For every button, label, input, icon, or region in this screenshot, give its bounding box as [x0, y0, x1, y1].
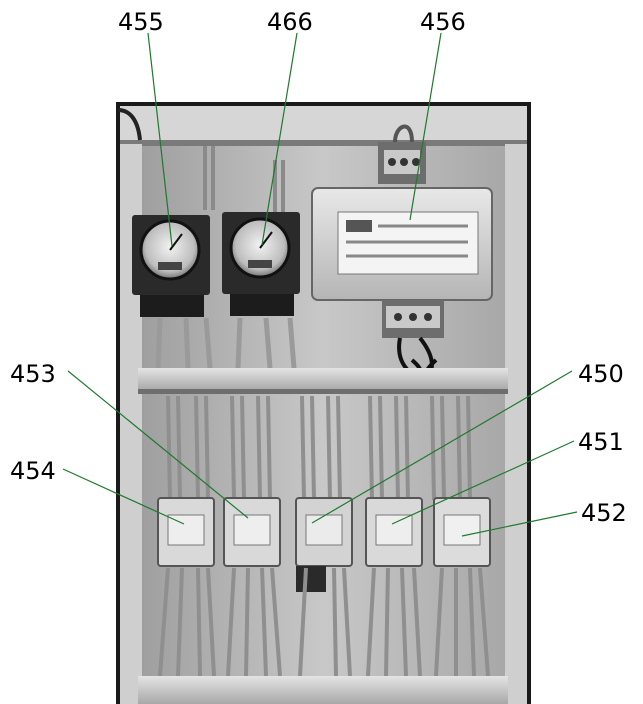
contactor-452 [433, 497, 491, 567]
callout-451: 451 [578, 428, 624, 456]
callout-453: 453 [10, 360, 56, 388]
callout-455: 455 [118, 8, 164, 36]
timer-466 [222, 212, 300, 316]
leader-450 [311, 370, 573, 524]
leader-455 [147, 32, 173, 247]
timer-top-wires [203, 146, 285, 212]
leader-452 [461, 511, 578, 537]
transformer-456 [311, 124, 493, 378]
contactor-450 [295, 497, 353, 592]
leader-456 [409, 32, 442, 221]
callout-466: 466 [267, 8, 313, 36]
duct-shadow [120, 140, 527, 146]
contactor-451 [365, 497, 423, 567]
middle-wire-duct [138, 368, 508, 390]
leader-451 [391, 440, 575, 525]
contactor-bottom-wires [158, 567, 490, 677]
right-channel [505, 144, 527, 704]
contactor-top-wires [166, 395, 472, 501]
callout-454: 454 [10, 457, 56, 485]
timer-bottom-wires [155, 317, 297, 369]
top-wire-duct [120, 106, 527, 144]
corner-cable [117, 108, 142, 141]
panel-photo [116, 102, 531, 704]
leader-lines [62, 32, 578, 537]
callout-450: 450 [578, 360, 624, 388]
leader-466 [261, 32, 298, 246]
bottom-wire-duct [138, 676, 508, 704]
callout-labels: 455 466 456 450 453 451 454 452 [10, 8, 627, 527]
callout-456: 456 [420, 8, 466, 36]
middle-duct-shadow [138, 389, 508, 394]
leader-454 [62, 468, 185, 525]
leader-453 [67, 370, 249, 519]
contactor-453 [223, 497, 281, 567]
timer-455 [132, 215, 210, 317]
contactor-454 [157, 497, 215, 567]
callout-452: 452 [581, 499, 627, 527]
